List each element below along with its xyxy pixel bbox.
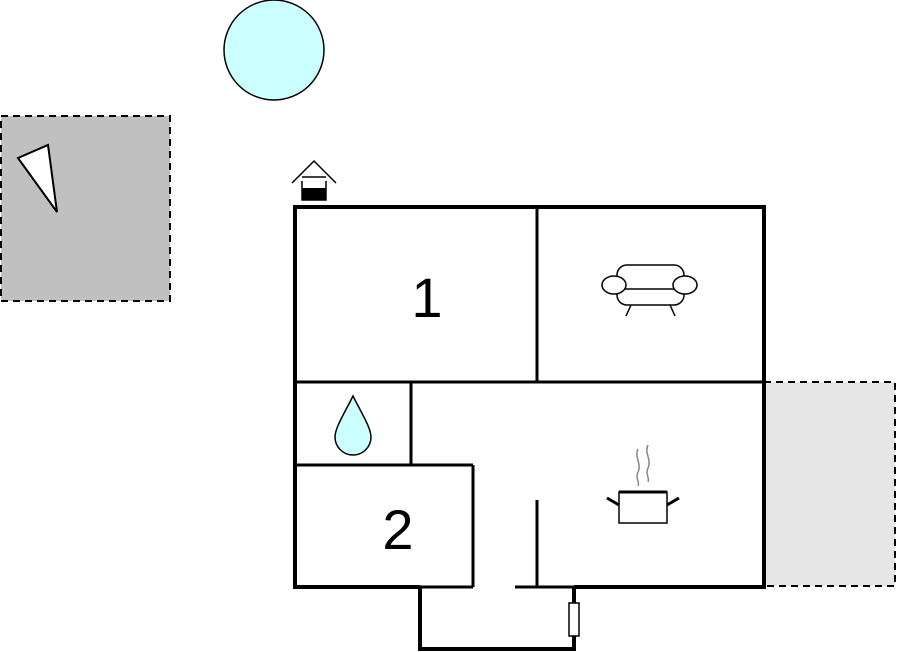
interior-walls: [295, 207, 764, 589]
porch-wall: [418, 587, 576, 651]
sun-icon: [223, 0, 325, 101]
cooking-pot-icon: [606, 444, 680, 524]
compass-icon: [16, 143, 58, 213]
terrace-dark: [0, 115, 171, 302]
outer-walls: [293, 205, 766, 589]
house-entrance-icon: [291, 159, 337, 201]
terrace-light: [763, 381, 896, 587]
room-label-2: 2: [382, 498, 413, 561]
sofa-icon: [601, 264, 698, 317]
door-icon: [568, 602, 580, 637]
water-drop-icon: [334, 394, 372, 456]
room-label-1: 1: [411, 266, 442, 329]
